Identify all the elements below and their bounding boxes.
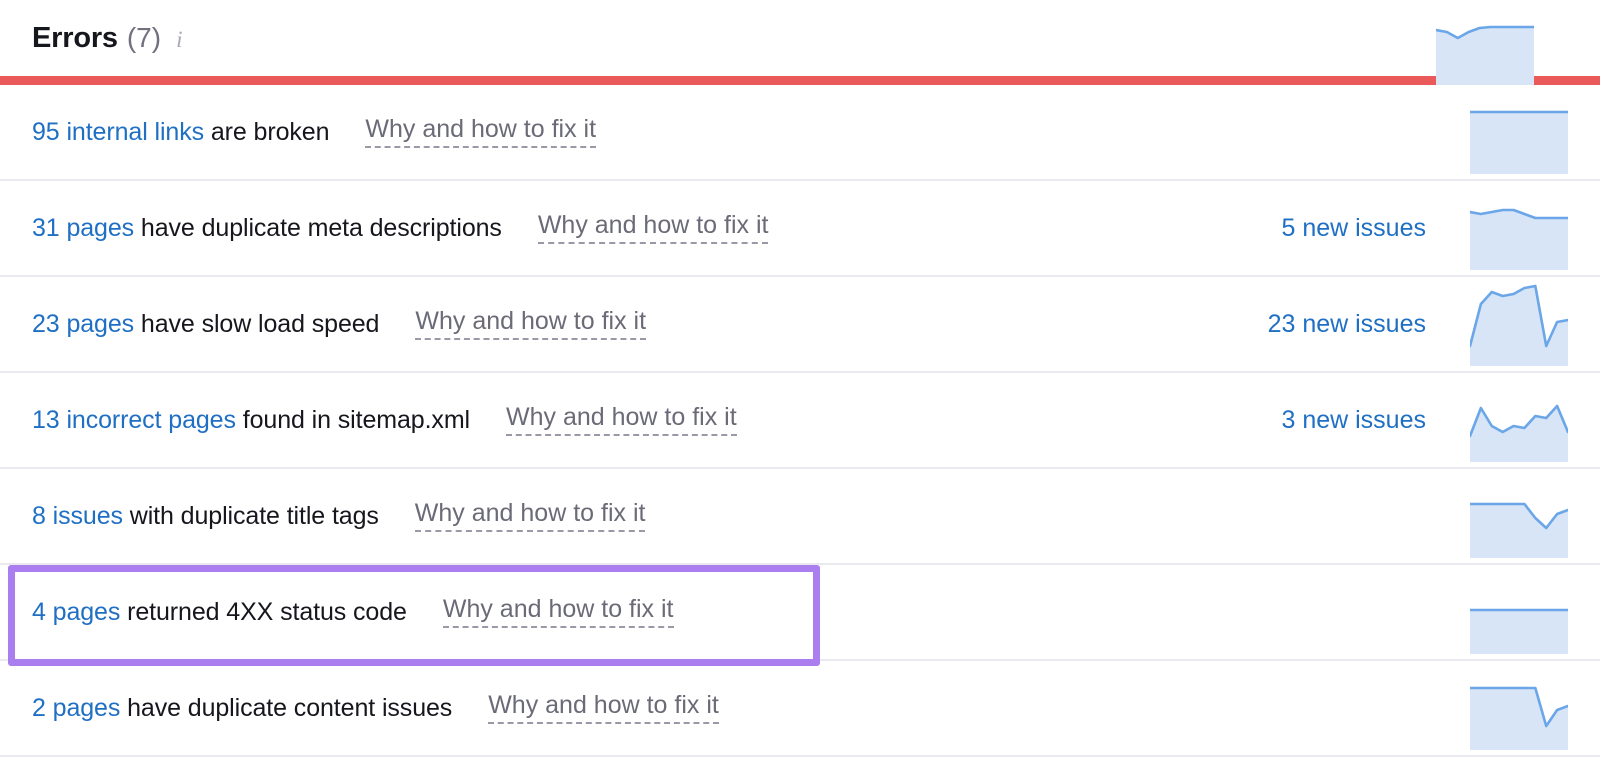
fix-link[interactable]: Why and how to fix it <box>442 596 674 628</box>
fix-link[interactable]: Why and how to fix it <box>506 404 737 436</box>
issue-text: found in sitemap.xml <box>235 405 471 434</box>
issue-count-link[interactable]: 2 pages <box>32 693 121 722</box>
error-count: (7) <box>126 21 162 53</box>
issue-count-link[interactable]: 8 issues <box>32 501 123 530</box>
error-severity-bar <box>0 76 1600 85</box>
issue-description: 2 pages have duplicate content issues <box>32 694 452 723</box>
issue-count-link[interactable]: 95 internal links <box>32 117 205 146</box>
issue-description: 23 pages have slow load speed <box>32 310 379 339</box>
issue-text: have slow load speed <box>134 309 380 338</box>
issue-row[interactable]: 95 internal links are broken Why and how… <box>0 85 1600 181</box>
issue-text: are broken <box>204 117 330 146</box>
row-sparkline <box>1470 570 1568 654</box>
row-sparkline <box>1470 282 1568 366</box>
issue-row[interactable]: 31 pages have duplicate meta description… <box>0 181 1600 277</box>
fix-link[interactable]: Why and how to fix it <box>488 692 719 724</box>
fix-link[interactable]: Why and how to fix it <box>414 500 646 532</box>
fix-link[interactable]: Why and how to fix it <box>537 212 769 244</box>
row-sparkline <box>1470 90 1568 174</box>
issue-description: 8 issues with duplicate title tags <box>32 502 379 531</box>
issue-text: have duplicate content issues <box>120 693 453 722</box>
issue-row[interactable]: 2 pages have duplicate content issues Wh… <box>0 661 1600 757</box>
issue-description: 13 incorrect pages found in sitemap.xml <box>32 406 470 435</box>
issue-text: returned 4XX status code <box>120 597 407 626</box>
issue-description: 31 pages have duplicate meta description… <box>32 214 502 243</box>
issue-count-link[interactable]: 31 pages <box>32 213 135 242</box>
issue-row[interactable]: 13 incorrect pages found in sitemap.xml … <box>0 373 1600 469</box>
page-title: Errors <box>32 21 118 54</box>
issue-list: 95 internal links are broken Why and how… <box>0 85 1600 757</box>
row-sparkline <box>1470 666 1568 750</box>
new-issues-count[interactable]: 3 new issues <box>1281 405 1426 434</box>
issue-description: 95 internal links are broken <box>32 118 329 147</box>
row-sparkline <box>1470 186 1568 270</box>
issue-count-link[interactable]: 4 pages <box>32 597 121 626</box>
issue-row[interactable]: 8 issues with duplicate title tags Why a… <box>0 469 1600 565</box>
issue-count-link[interactable]: 23 pages <box>32 309 135 338</box>
issue-row[interactable]: 23 pages have slow load speed Why and ho… <box>0 277 1600 373</box>
row-sparkline <box>1470 474 1568 558</box>
info-icon[interactable]: i <box>176 27 183 52</box>
issue-text: with duplicate title tags <box>122 501 379 530</box>
issue-count-link[interactable]: 13 incorrect pages <box>32 405 236 434</box>
issue-text: have duplicate meta descriptions <box>134 213 502 242</box>
new-issues-count[interactable]: 5 new issues <box>1281 213 1426 242</box>
issue-description: 4 pages returned 4XX status code <box>32 598 407 627</box>
row-sparkline <box>1470 378 1568 462</box>
fix-link[interactable]: Why and how to fix it <box>365 116 597 148</box>
fix-link[interactable]: Why and how to fix it <box>415 308 647 340</box>
new-issues-count[interactable]: 23 new issues <box>1267 309 1426 338</box>
panel-header: Errors (7) i <box>0 0 1600 98</box>
header-title-group: Errors (7) i <box>32 22 182 55</box>
header-sparkline <box>1436 14 1534 98</box>
issue-row[interactable]: 4 pages returned 4XX status code Why and… <box>0 565 1600 661</box>
